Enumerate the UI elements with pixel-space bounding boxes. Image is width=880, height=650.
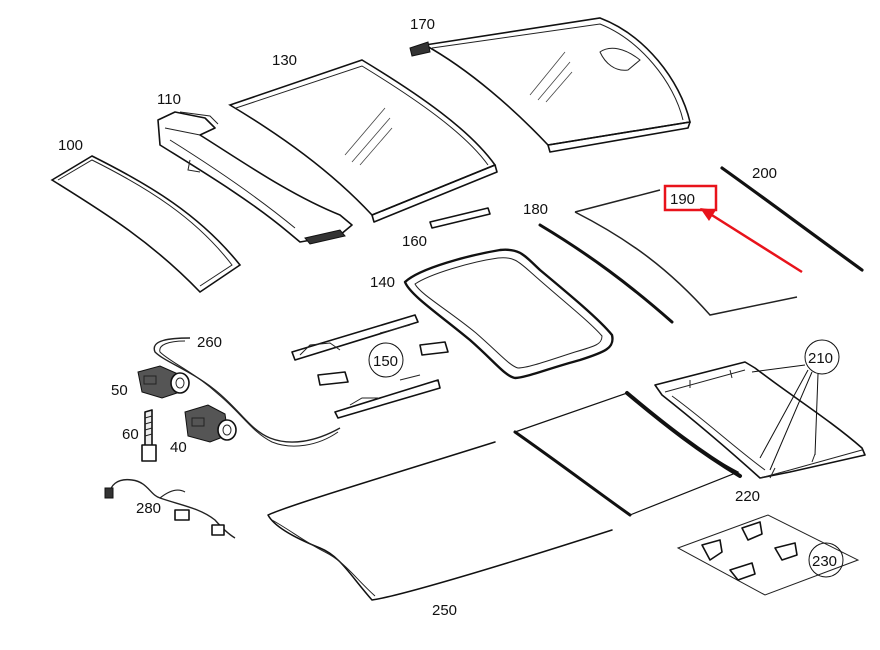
part-180-strip[interactable]: [538, 223, 674, 324]
label-190: 190: [670, 191, 695, 208]
part-280-harness[interactable]: [104, 478, 236, 539]
part-230-clips[interactable]: [676, 514, 860, 596]
label-110: 110: [157, 91, 181, 108]
part-250-cover[interactable]: [267, 441, 613, 601]
part-260-cable[interactable]: [153, 337, 341, 447]
part-60-screw[interactable]: [141, 409, 157, 462]
part-220-roller-blind[interactable]: [513, 391, 742, 517]
label-40: 40: [170, 439, 187, 456]
label-160: 160: [402, 233, 427, 250]
label-220: 220: [735, 488, 760, 505]
label-180: 180: [523, 201, 548, 218]
label-170: 170: [410, 16, 435, 33]
callout-circle-210: [804, 339, 840, 375]
label-210: 210: [808, 350, 833, 367]
part-130-glass-roof[interactable]: [228, 59, 498, 223]
part-170-rear-glass[interactable]: [409, 17, 691, 153]
part-110-frame[interactable]: [157, 111, 353, 245]
part-160-bar[interactable]: [429, 207, 491, 229]
part-210-rails[interactable]: [654, 361, 866, 479]
callout-circle-150: [368, 342, 404, 378]
part-40-motor[interactable]: [184, 404, 237, 443]
part-200-seal[interactable]: [720, 166, 864, 272]
label-250: 250: [432, 602, 457, 619]
label-200: 200: [752, 165, 777, 182]
label-230: 230: [812, 553, 837, 570]
highlight-box-190: [663, 184, 718, 212]
label-280: 280: [136, 500, 161, 517]
label-260: 260: [197, 334, 222, 351]
label-100: 100: [58, 137, 83, 154]
leader-lines: [751, 364, 819, 471]
part-100-panel[interactable]: [50, 155, 242, 294]
highlight-arrow: [700, 208, 803, 274]
part-150-brackets[interactable]: [291, 314, 449, 419]
label-130: 130: [272, 52, 297, 69]
label-60: 60: [122, 426, 139, 443]
label-140: 140: [370, 274, 395, 291]
part-190-glass-outline[interactable]: [574, 189, 798, 316]
part-50-motor[interactable]: [137, 365, 190, 399]
callout-circle-230: [808, 542, 844, 578]
part-140-seal-frame[interactable]: [403, 248, 614, 380]
label-150: 150: [373, 353, 398, 370]
label-50: 50: [111, 382, 128, 399]
